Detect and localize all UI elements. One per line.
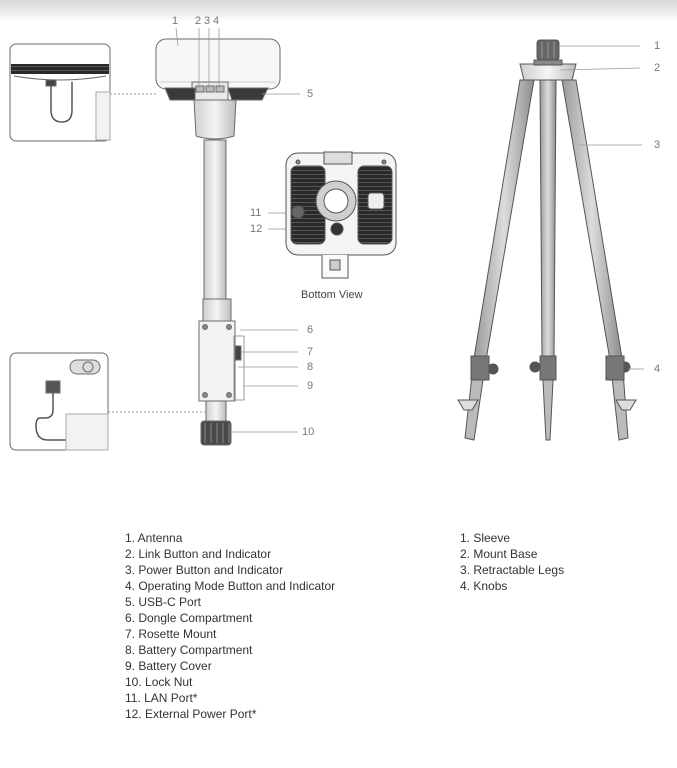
legend-item: 2. Mount Base	[460, 547, 538, 561]
callout-12: 12	[250, 223, 263, 235]
legend-item: 4. Operating Mode Button and Indicator	[125, 579, 336, 593]
dongle-inset	[9, 352, 206, 451]
base-station-device	[155, 38, 281, 446]
callout-3-left: 3	[204, 15, 211, 27]
callout-2-right: 2	[654, 62, 661, 74]
right-callout-lines	[559, 45, 644, 370]
top-gradient-band	[0, 0, 677, 22]
callout-11: 11	[250, 207, 262, 219]
callout-2-left: 2	[195, 15, 202, 27]
legend-item: 5. USB-C Port	[125, 595, 202, 609]
mount-collar	[193, 99, 237, 140]
battery-cover	[233, 335, 245, 401]
legend-item: 1. Sleeve	[460, 531, 511, 545]
legend-tripod: 1. Sleeve 2. Mount Base 3. Retractable L…	[460, 530, 564, 594]
callout-3-right: 3	[654, 139, 661, 151]
bottom-view-figure	[285, 151, 397, 279]
legend-item: 2. Link Button and Indicator	[125, 547, 272, 561]
legend-item: 9. Battery Cover	[125, 659, 212, 673]
battery-compartment	[198, 320, 236, 402]
legend-item: 4. Knobs	[460, 579, 508, 593]
callout-4-left: 4	[213, 15, 220, 27]
legend-item: 8. Battery Compartment	[125, 643, 253, 657]
legend-item: 7. Rosette Mount	[125, 627, 217, 641]
callout-10: 10	[302, 426, 315, 438]
bottom-view-caption: Bottom View	[301, 289, 363, 301]
callout-6: 6	[307, 324, 314, 336]
pole	[203, 139, 227, 301]
product-diagram	[9, 27, 644, 451]
callout-8: 8	[307, 361, 314, 373]
legend-item: 10. Lock Nut	[125, 675, 193, 689]
legend-item: 6. Dongle Compartment	[125, 611, 253, 625]
legend-base-station: 1. Antenna 2. Link Button and Indicator …	[125, 530, 335, 722]
legend-item: 3. Retractable Legs	[460, 563, 565, 577]
callout-5: 5	[307, 88, 314, 100]
legend-item: 12. External Power Port*	[125, 707, 257, 721]
callout-7: 7	[307, 346, 314, 358]
legend-item: 3. Power Button and Indicator	[125, 563, 284, 577]
callout-4-right: 4	[654, 363, 661, 375]
usb-c-inset	[9, 43, 158, 142]
callout-1-left: 1	[172, 15, 179, 27]
tripod	[457, 39, 637, 441]
legend-item: 1. Antenna	[125, 531, 183, 545]
rosette-mount	[234, 345, 242, 361]
callout-1-right: 1	[654, 40, 661, 52]
callout-9: 9	[307, 380, 314, 392]
tripod-mount-base	[519, 63, 577, 81]
legend-item: 11. LAN Port*	[125, 691, 198, 705]
